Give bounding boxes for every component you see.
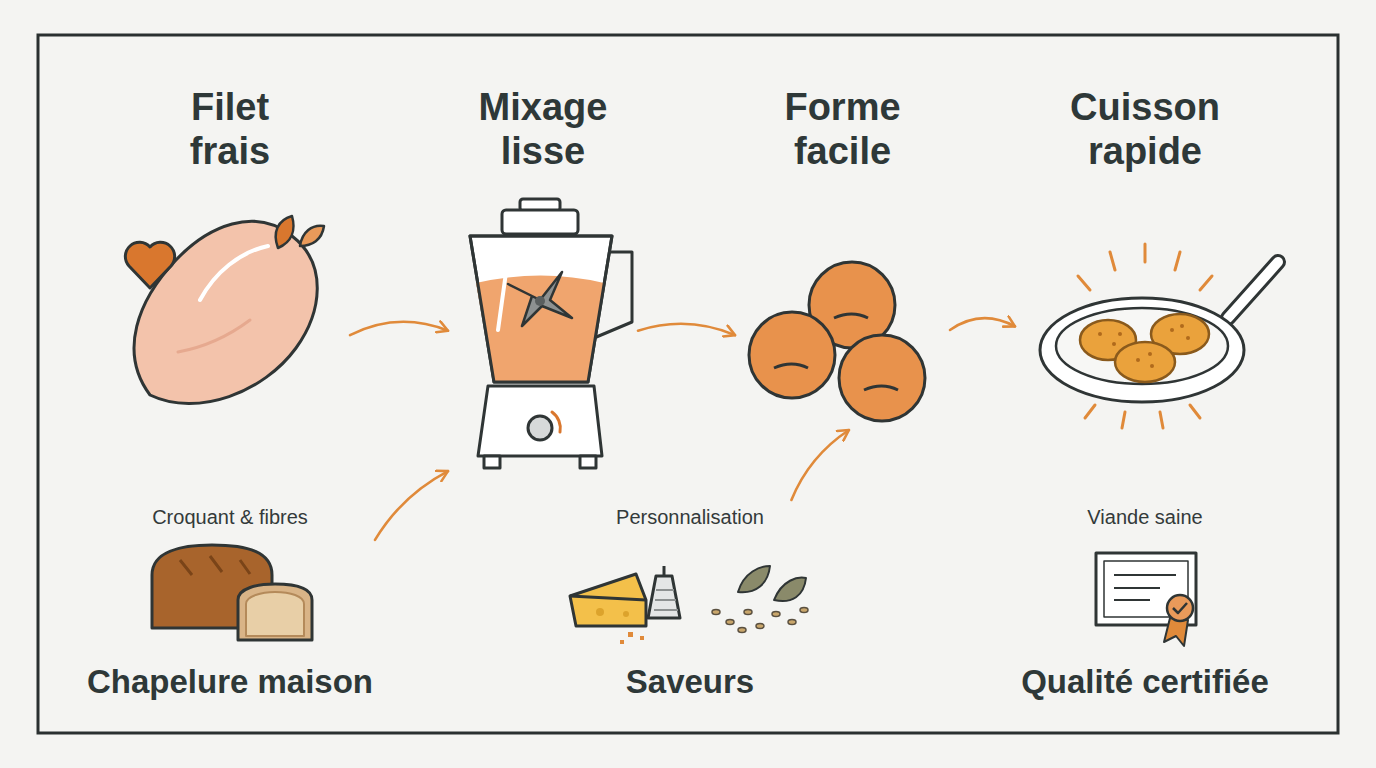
step-node: Viande saineQualité certifiée — [1000, 500, 1290, 710]
flow-arrow — [638, 324, 735, 335]
patties-icon — [749, 262, 925, 421]
step-node: Forme facile — [735, 85, 950, 430]
ingredient-title: Qualité certifiée — [1021, 662, 1269, 702]
blender-icon — [470, 199, 632, 468]
step-node: Filet frais — [110, 85, 350, 430]
ingredient-title: Chapelure maison — [87, 662, 373, 702]
step-heading: Forme facile — [784, 85, 900, 173]
caption-text: Croquant & fibres — [152, 504, 308, 530]
ingredient-title: Saveurs — [626, 662, 754, 702]
flow-arrow — [375, 471, 448, 540]
step-heading: Filet frais — [190, 85, 270, 173]
step-node: PersonnalisationSaveurs — [560, 500, 820, 710]
frying-pan-icon — [1040, 244, 1278, 428]
flavour-icons — [570, 566, 808, 644]
step-heading: Mixage lisse — [479, 85, 608, 173]
flow-arrow — [791, 430, 849, 500]
step-node: Cuisson rapide — [1015, 85, 1275, 430]
chicken-fillet-icon — [125, 216, 324, 404]
caption-text: Personnalisation — [616, 504, 764, 530]
step-heading: Cuisson rapide — [1070, 85, 1220, 173]
step-node: Mixage lisse — [448, 85, 638, 475]
step-node: Croquant & fibresChapelure maison — [85, 500, 375, 710]
flow-arrow — [950, 318, 1015, 330]
bread-icon — [152, 545, 312, 640]
flow-arrow — [350, 322, 448, 335]
caption-text: Viande saine — [1087, 504, 1202, 530]
outer-frame — [38, 35, 1338, 733]
certificate-icon — [1096, 553, 1196, 646]
